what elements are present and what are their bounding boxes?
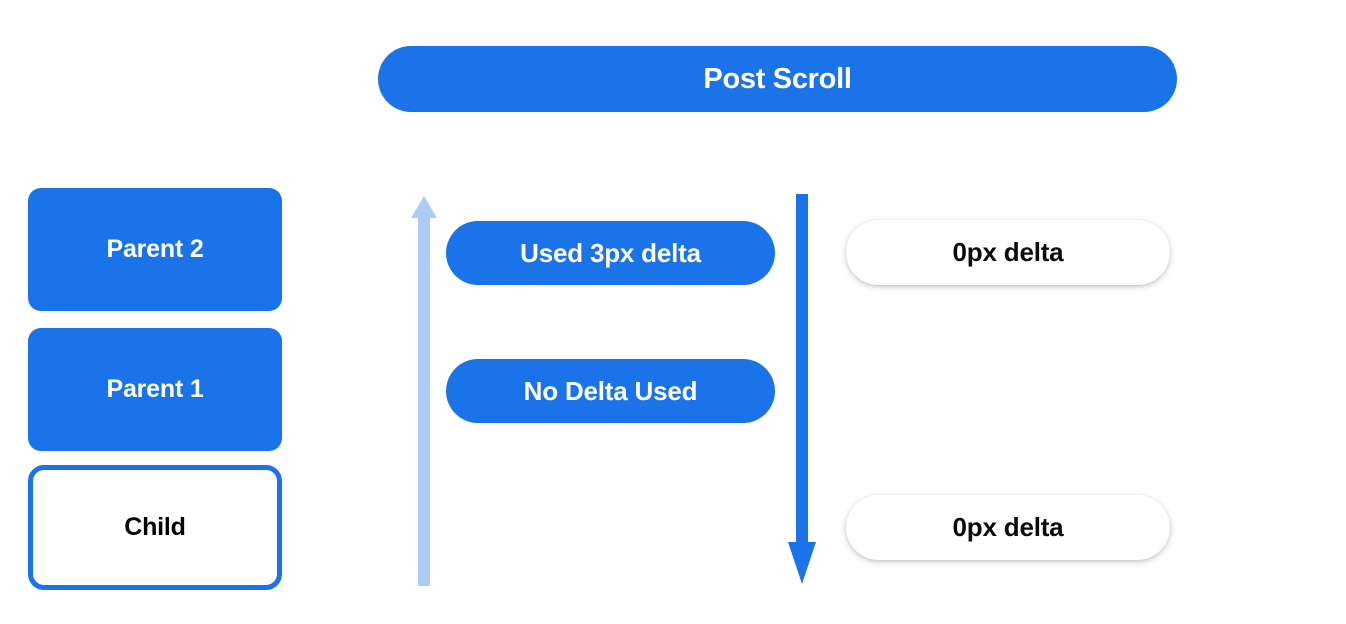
node-parent-2-label: Parent 2 bbox=[106, 235, 204, 263]
post-scroll-title-bar: Post Scroll bbox=[378, 46, 1177, 112]
annotation-zero-delta-top[interactable]: 0px delta bbox=[846, 220, 1170, 285]
annotation-zero-delta-bottom[interactable]: 0px delta bbox=[846, 495, 1170, 560]
annotation-zero-delta-bottom-label: 0px delta bbox=[952, 512, 1064, 542]
page-title: Post Scroll bbox=[703, 62, 852, 95]
node-child-label: Child bbox=[124, 513, 186, 541]
node-child[interactable]: Child bbox=[28, 465, 282, 590]
annotation-no-delta-used-label: No Delta Used bbox=[523, 375, 698, 406]
node-parent-1-label: Parent 1 bbox=[106, 375, 204, 403]
node-parent-2[interactable]: Parent 2 bbox=[28, 188, 282, 311]
annotation-zero-delta-top-label: 0px delta bbox=[952, 237, 1064, 267]
annotation-used-delta[interactable]: Used 3px delta bbox=[446, 221, 775, 285]
node-parent-1[interactable]: Parent 1 bbox=[28, 328, 282, 451]
annotation-used-delta-label: Used 3px delta bbox=[520, 237, 701, 268]
annotation-no-delta-used[interactable]: No Delta Used bbox=[446, 359, 775, 423]
scroll-propagation-up-arrow-icon bbox=[411, 196, 437, 586]
scroll-propagation-down-arrow-icon bbox=[788, 194, 816, 584]
